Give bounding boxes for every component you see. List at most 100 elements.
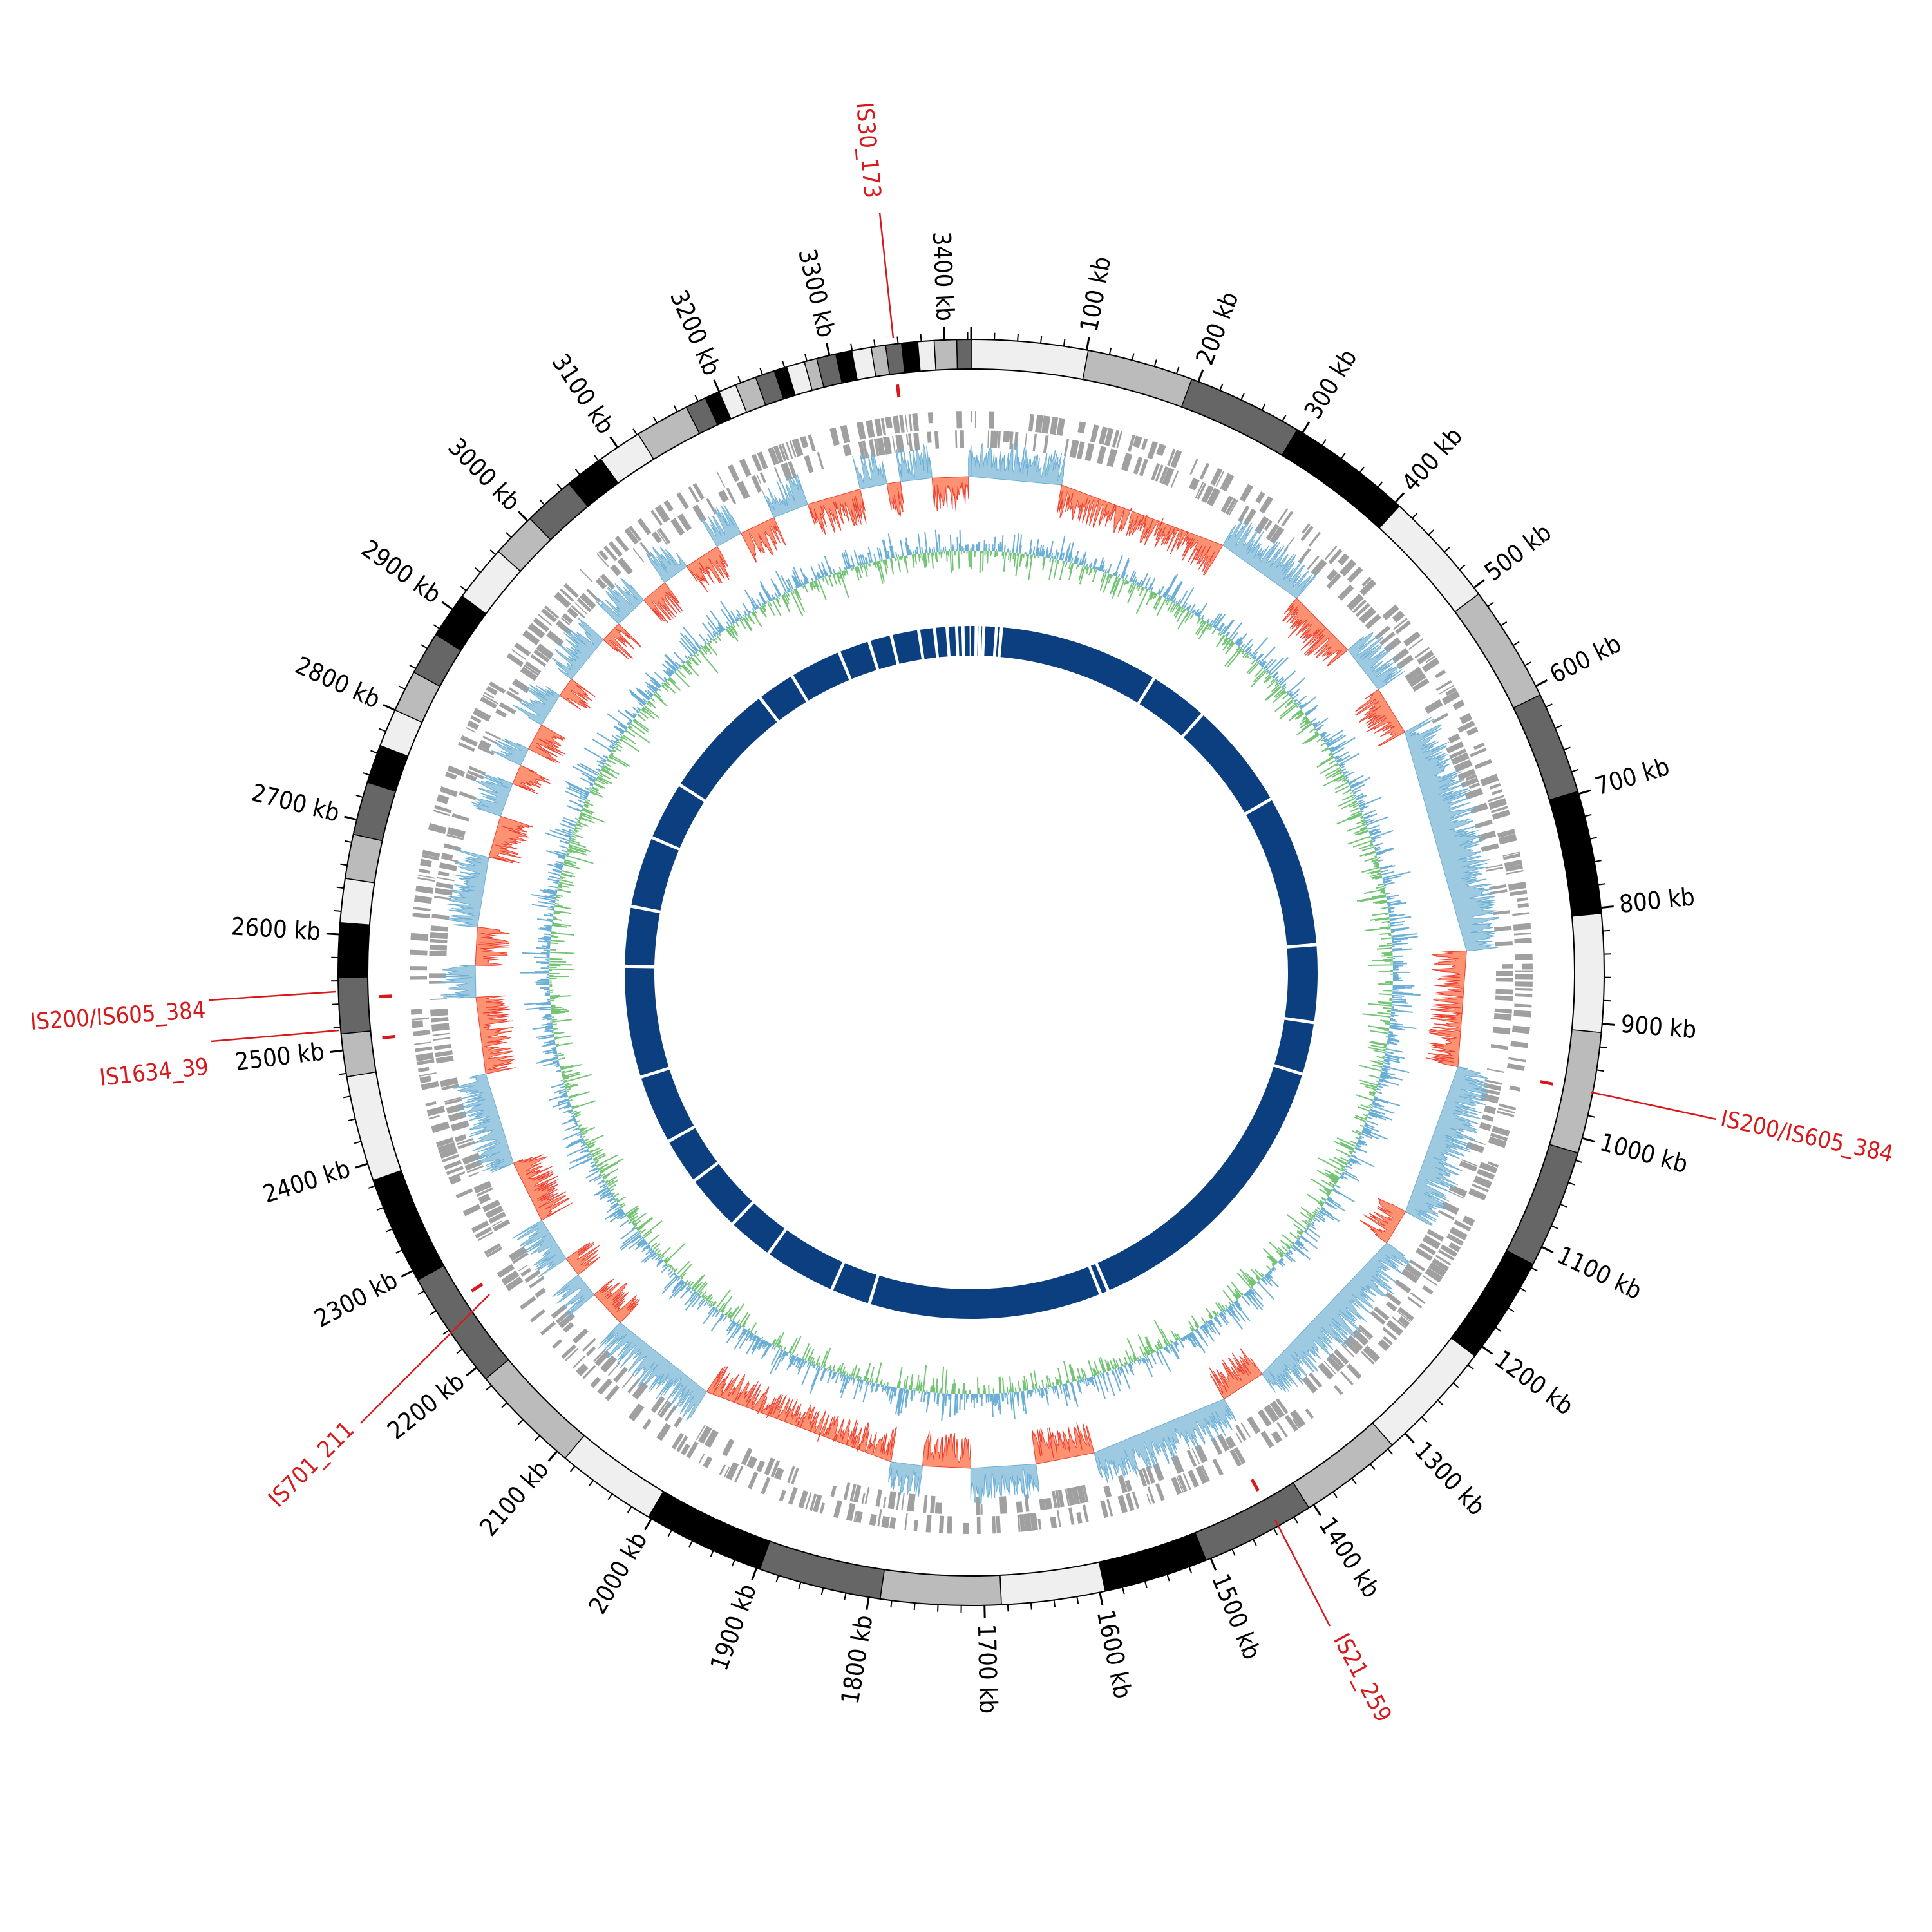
gc-content-positive — [1383, 1060, 1390, 1063]
gc-content-positive — [555, 889, 558, 891]
gc-content-positive — [847, 562, 851, 569]
gc-content-positive — [1376, 848, 1394, 855]
gc-content-positive — [547, 1018, 553, 1021]
gc-content-positive — [852, 1377, 855, 1381]
gc-content-positive — [672, 1280, 683, 1291]
gc-content-positive — [631, 1226, 636, 1231]
gene-feature — [1445, 687, 1457, 696]
contig-segment — [1000, 627, 1153, 703]
gc-content-positive — [675, 1275, 679, 1279]
gene-feature — [586, 588, 601, 603]
gc-content-negative — [1380, 1019, 1390, 1023]
gc-content-positive — [1233, 1302, 1240, 1311]
gc-content-positive — [1351, 784, 1365, 791]
gc-content-positive — [1181, 587, 1195, 608]
gene-feature — [1449, 1226, 1468, 1241]
gc-content-positive — [1200, 1325, 1204, 1329]
gc-content-positive — [1095, 566, 1097, 570]
gc-content-positive — [1088, 563, 1092, 568]
gc-content-positive — [1214, 1316, 1222, 1327]
minor-tick — [395, 1249, 402, 1254]
gc-content-negative — [1370, 859, 1378, 863]
gene-feature — [812, 1494, 822, 1513]
gc-content-negative — [591, 787, 599, 792]
minor-tick — [1377, 481, 1383, 488]
gc-content-positive — [867, 546, 873, 563]
gc-content-positive — [1193, 611, 1197, 615]
gc-content-negative — [1246, 655, 1250, 659]
gene-feature — [459, 791, 477, 800]
minor-tick — [1369, 1463, 1376, 1470]
gc-content-positive — [779, 1349, 784, 1358]
gc-content-negative — [1103, 574, 1111, 593]
gc-content-positive — [835, 1372, 840, 1384]
gc-content-positive — [1045, 1387, 1050, 1406]
tick-label: 1400 kb — [1313, 1512, 1385, 1603]
gc-content-positive — [1235, 1300, 1241, 1307]
gc-content-positive — [1379, 1078, 1387, 1082]
gc-content-negative — [931, 552, 934, 569]
gc-content-negative — [878, 560, 885, 582]
gc-content-negative — [1321, 1179, 1334, 1188]
gene-feature — [428, 822, 447, 835]
gc-content-negative — [672, 1269, 676, 1272]
gc-content-positive — [600, 1191, 612, 1199]
is-element-markers — [379, 384, 1553, 1492]
minor-tick — [417, 1290, 425, 1296]
gene-feature — [663, 500, 674, 512]
gc-content-positive — [791, 569, 801, 587]
gc-content-positive — [1195, 612, 1198, 616]
gc-content-negative — [1331, 1180, 1337, 1184]
gc-content-negative — [1340, 1164, 1345, 1169]
gene-feature — [447, 765, 466, 777]
gc-content-positive — [1197, 603, 1208, 618]
gc-content-positive — [1188, 1333, 1191, 1338]
gc-content-positive — [1329, 741, 1346, 752]
gc-content-negative — [564, 862, 576, 867]
gene-feature — [1509, 889, 1528, 896]
gc-content-negative — [1066, 1381, 1068, 1384]
gc-content-negative — [813, 1360, 816, 1364]
gc-content-positive — [927, 1392, 931, 1406]
gc-content-positive — [545, 927, 552, 929]
gc-content-negative — [944, 1369, 948, 1394]
gc-content-positive — [1081, 1379, 1083, 1383]
gc-content-positive — [599, 761, 605, 765]
minor-tick — [820, 1587, 824, 1595]
minor-tick — [1555, 724, 1562, 729]
gc-content-positive — [1390, 1019, 1396, 1021]
gc-content-negative — [743, 616, 753, 630]
gc-content-positive — [596, 760, 605, 766]
gc-content-positive — [541, 1023, 553, 1026]
gc-content-negative — [883, 559, 888, 575]
gc-content-negative — [890, 558, 893, 565]
gene-feature — [1269, 1400, 1285, 1419]
gc-content-positive — [1045, 1387, 1048, 1395]
gc-content-positive — [762, 1340, 766, 1345]
gc-content-positive — [1175, 1341, 1178, 1346]
gene-feature — [421, 854, 440, 861]
gene-feature — [1104, 428, 1114, 446]
gc-content-negative — [782, 594, 785, 598]
gc-content-positive — [583, 796, 588, 799]
gene-feature — [817, 451, 824, 469]
tick-label: 2500 kb — [233, 1037, 326, 1076]
gc-content-positive — [661, 1265, 669, 1273]
gc-content-positive — [1229, 1305, 1234, 1310]
gc-content-positive — [1162, 587, 1170, 598]
gc-content-negative — [1359, 851, 1376, 857]
gc-content-negative — [1267, 1255, 1276, 1265]
gc-content-negative — [609, 754, 612, 757]
gc-content-positive — [1316, 727, 1321, 732]
gc-content-positive — [589, 782, 594, 786]
gc-content-positive — [798, 1358, 802, 1363]
gc-content-positive — [1168, 595, 1171, 600]
gc-content-positive — [905, 1389, 907, 1394]
gc-content-positive — [703, 1301, 708, 1307]
gene-feature — [987, 430, 989, 448]
gc-content-negative — [1056, 1381, 1059, 1386]
gene-feature — [1466, 726, 1479, 736]
gc-content-negative — [585, 801, 594, 806]
gc-content-positive — [1372, 1101, 1379, 1105]
gc-content-positive — [1164, 1346, 1170, 1354]
